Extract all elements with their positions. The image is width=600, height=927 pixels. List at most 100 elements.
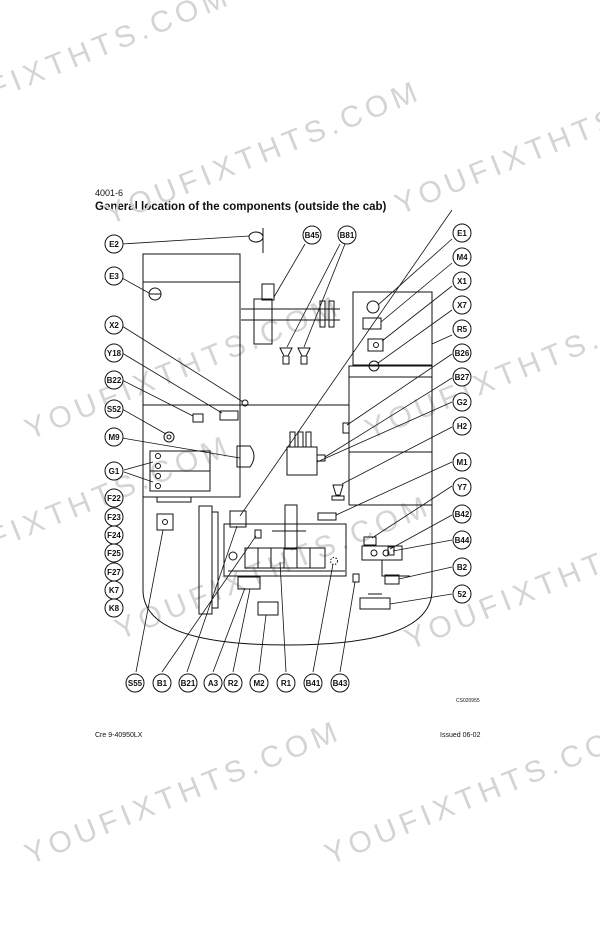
s55-switch xyxy=(156,513,174,531)
label-b22: B22 xyxy=(104,370,124,390)
svg-text:B21: B21 xyxy=(181,679,196,688)
leader-line xyxy=(371,485,453,539)
leader-line xyxy=(121,235,250,245)
label-b42: B42 xyxy=(452,504,472,524)
watermark: YOUFIXTHTS.COM xyxy=(100,74,426,231)
leader-line xyxy=(273,243,306,298)
watermark: YOUFIXTHTS.COM xyxy=(20,289,346,446)
machine-outline xyxy=(142,253,433,646)
svg-text:B42: B42 xyxy=(455,510,470,519)
label-f22: F22 xyxy=(104,488,124,508)
label-m4: M4 xyxy=(452,247,472,267)
m9-motor xyxy=(236,445,255,468)
svg-text:B22: B22 xyxy=(107,376,122,385)
label-b27: B27 xyxy=(452,367,472,387)
label-e2: E2 xyxy=(104,234,124,254)
svg-text:F23: F23 xyxy=(107,513,121,522)
b22-sensor xyxy=(192,413,204,423)
label-s55: S55 xyxy=(125,673,145,693)
svg-text:A3: A3 xyxy=(208,679,219,688)
leader-line xyxy=(123,471,154,483)
label-f24: F24 xyxy=(104,525,124,545)
svg-text:B27: B27 xyxy=(455,373,470,382)
svg-text:B45: B45 xyxy=(305,231,320,240)
g1-terminal xyxy=(155,473,161,479)
b45-support xyxy=(253,298,273,345)
label-y7: Y7 xyxy=(452,477,472,497)
label-b43: B43 xyxy=(330,673,350,693)
g2-unit xyxy=(286,446,318,476)
b1-sensor xyxy=(254,529,262,539)
watermark: YOUFIXTHTS.COM xyxy=(360,289,600,446)
svg-text:B43: B43 xyxy=(333,679,348,688)
svg-text:B81: B81 xyxy=(340,231,355,240)
b2-sensor xyxy=(384,574,400,585)
svg-text:E2: E2 xyxy=(109,240,119,249)
svg-text:S52: S52 xyxy=(107,405,122,414)
footer-issue-date: Issued 06-02 xyxy=(440,732,481,739)
leader-line xyxy=(377,238,453,306)
leader-line xyxy=(121,379,194,417)
watermark: YOUFIXTHTS.COM xyxy=(390,64,600,221)
label-k7: K7 xyxy=(104,580,124,600)
leader-line xyxy=(377,309,453,364)
engine-pulley xyxy=(228,551,238,561)
leader-line xyxy=(381,285,453,342)
page-code: 4001-6 xyxy=(95,188,124,198)
leader-line xyxy=(121,277,150,294)
svg-text:F24: F24 xyxy=(107,531,121,540)
svg-text:Y18: Y18 xyxy=(107,349,122,358)
leader-line xyxy=(335,461,453,516)
leader-line xyxy=(258,614,267,673)
labels: E2 B45 B81 E1 E3 M4 X1 X7 X2 R5 Y18 B26 … xyxy=(104,223,472,693)
e2-beacon xyxy=(248,231,264,243)
watermark: YOUFIXTHTS.COM xyxy=(0,0,236,136)
svg-text:R2: R2 xyxy=(228,679,239,688)
label-y18: Y18 xyxy=(104,343,124,363)
radiator-core xyxy=(211,511,219,609)
leader-line xyxy=(389,593,453,605)
leader-line xyxy=(346,353,453,426)
b41-sensor xyxy=(330,557,338,565)
label-a3: A3 xyxy=(203,673,223,693)
label-m2: M2 xyxy=(249,673,269,693)
label-x2: X2 xyxy=(104,315,124,335)
x2-connector xyxy=(241,399,249,407)
leader-line xyxy=(303,243,346,348)
svg-text:M4: M4 xyxy=(456,253,468,262)
leader-line xyxy=(186,525,238,673)
leader-line xyxy=(380,262,453,323)
svg-text:E1: E1 xyxy=(457,229,467,238)
label-h2: H2 xyxy=(452,416,472,436)
svg-text:H2: H2 xyxy=(457,422,468,431)
hydraulic-line xyxy=(381,560,410,577)
label-b45: B45 xyxy=(302,225,322,245)
leader-line xyxy=(121,325,244,403)
g1-terminal xyxy=(155,463,161,469)
label-r5: R5 xyxy=(452,319,472,339)
svg-text:X2: X2 xyxy=(109,321,119,330)
svg-text:B1: B1 xyxy=(157,679,168,688)
label-g2: G2 xyxy=(452,392,472,412)
svg-text:K8: K8 xyxy=(109,604,120,613)
filter xyxy=(284,504,298,550)
label-g1: G1 xyxy=(104,461,124,481)
leader-line xyxy=(286,243,341,348)
leader-line xyxy=(239,209,453,517)
tank-52 xyxy=(359,597,391,610)
s55-switch-dot xyxy=(162,519,168,525)
label-r1: R1 xyxy=(276,673,296,693)
label-b44: B44 xyxy=(452,530,472,550)
b42-block xyxy=(361,545,403,561)
label-b26: B26 xyxy=(452,343,472,363)
svg-text:M1: M1 xyxy=(456,458,468,467)
g2-terminal xyxy=(289,431,296,448)
m2-motor xyxy=(257,601,279,616)
leader-line xyxy=(121,437,241,459)
leader-line xyxy=(121,408,167,435)
m1-unit xyxy=(317,512,337,521)
s52-switch-inner xyxy=(166,434,172,440)
label-b41: B41 xyxy=(303,673,323,693)
leader-line xyxy=(339,581,356,673)
